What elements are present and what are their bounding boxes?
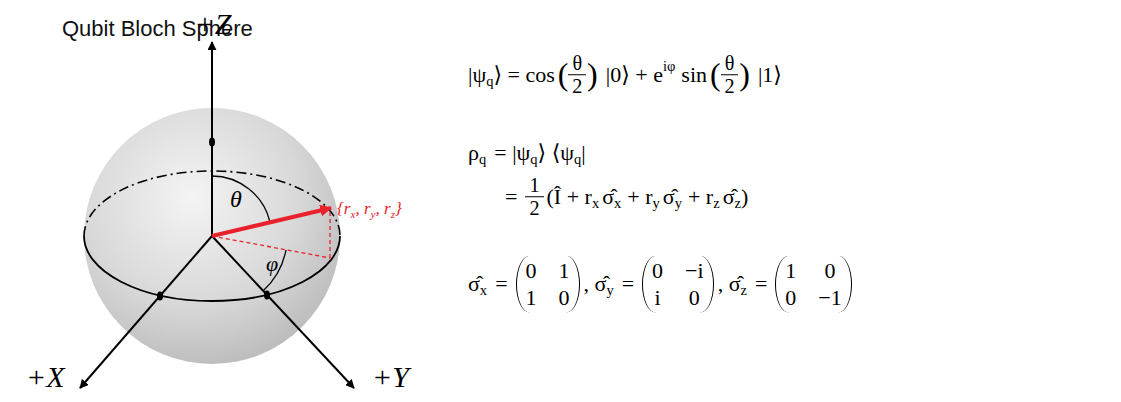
fraction-numerator: θ xyxy=(568,52,586,75)
math-term: | xyxy=(581,140,585,166)
subscript: x xyxy=(592,195,599,212)
math-term: σ̂ xyxy=(468,271,480,297)
y-axis xyxy=(212,236,354,388)
axis-dot xyxy=(264,291,270,300)
math-term: = xyxy=(622,271,634,297)
projection-line xyxy=(329,212,330,258)
math-term: ⟩ ⟨ψ xyxy=(538,140,574,166)
matrix-cell: 0 xyxy=(652,258,663,283)
math-term: {r xyxy=(337,199,350,219)
math-term: = xyxy=(495,271,507,297)
matrix: 100−1 xyxy=(775,256,851,313)
math-term: σ̂ xyxy=(663,184,675,210)
math-term: = xyxy=(505,184,517,210)
matrix-cell: 0 xyxy=(526,258,537,283)
subscript: q xyxy=(479,151,486,168)
axis-label: +Z xyxy=(195,7,232,41)
axis-label: +Z xyxy=(195,7,232,41)
parenthesis: ( xyxy=(558,59,569,91)
subscript: x xyxy=(350,208,355,220)
theta-arc xyxy=(212,176,270,222)
parenthesis: ( xyxy=(710,59,721,91)
angle-label: φ xyxy=(266,251,278,277)
axis-dot xyxy=(157,292,163,301)
fraction-numerator: 1 xyxy=(525,174,543,197)
math-term: σ̂ xyxy=(723,184,735,210)
subscript: x xyxy=(480,282,487,299)
fraction-denominator: 2 xyxy=(529,198,539,220)
subscript: q xyxy=(530,151,537,168)
matrix-cell: 1 xyxy=(785,258,796,283)
math-term: + r xyxy=(688,184,713,210)
state-vector xyxy=(212,208,331,236)
math-term: , r xyxy=(355,199,370,219)
matrix-cell: 1 xyxy=(559,258,570,283)
subscript: z xyxy=(735,195,741,212)
axis-label: +X xyxy=(26,360,65,394)
matrix: 0110 xyxy=(516,256,580,313)
equator-front xyxy=(84,236,340,301)
math-term: , r xyxy=(376,199,391,219)
axis-label: +Y xyxy=(372,360,409,394)
math-term: , σ̂ xyxy=(584,271,607,297)
subscript: y xyxy=(606,282,613,299)
pauli-matrices: σ̂x=0110, σ̂y=0−ii0, σ̂z=100−1 xyxy=(468,256,856,313)
sphere xyxy=(84,108,340,364)
math-term: σ̂ xyxy=(602,184,614,210)
parenthesis: ) xyxy=(587,59,598,91)
subscript: z xyxy=(713,195,719,212)
matrix-cell: 0 xyxy=(685,285,704,310)
matrix-cell: i xyxy=(652,285,663,310)
matrix-cell: −1 xyxy=(818,285,841,310)
angle-label: θ xyxy=(230,186,242,213)
subscript: y xyxy=(675,195,682,212)
density-equation: ρq= |ψq⟩ ⟨ψq| xyxy=(468,140,586,166)
angle-label: θ xyxy=(230,186,242,213)
state-equation: |ψq⟩ = cos(θ2)|0⟩ + eiφsin(θ2)|1⟩ xyxy=(468,52,782,98)
density-expansion: =12(Î + rxσ̂x+ ryσ̂y+ rzσ̂z) xyxy=(505,174,748,220)
fraction: θ2 xyxy=(721,52,739,98)
math-term: = xyxy=(755,271,767,297)
fraction: 12 xyxy=(525,174,543,220)
fraction-denominator: 2 xyxy=(724,76,734,98)
matrix-cell: 0 xyxy=(818,258,841,283)
axis-label: +Y xyxy=(372,360,409,394)
math-term: ⟩ = cos xyxy=(493,62,554,88)
math-term: |ψ xyxy=(468,62,486,88)
math-term: ρ xyxy=(468,140,479,166)
math-term: = |ψ xyxy=(494,140,530,166)
x-axis xyxy=(80,236,212,388)
math-term: + r xyxy=(627,184,652,210)
subscript: y xyxy=(371,208,376,220)
fraction-numerator: θ xyxy=(721,52,739,75)
matrix-cell: 0 xyxy=(559,285,570,310)
math-term: |0⟩ + e xyxy=(606,62,663,88)
subscript: q xyxy=(486,73,493,90)
axis-dot xyxy=(209,138,215,147)
math-term: (Î + r xyxy=(547,184,592,210)
math-term: sin xyxy=(681,62,707,88)
axis-label: +X xyxy=(26,360,65,394)
math-term: , σ̂ xyxy=(718,271,741,297)
math-term: ) xyxy=(741,184,748,210)
fraction-denominator: 2 xyxy=(572,76,582,98)
parenthesis: ) xyxy=(739,59,750,91)
math-term: |1⟩ xyxy=(758,62,782,88)
subscript: z xyxy=(391,208,395,220)
matrix-cell: 0 xyxy=(785,285,796,310)
matrix: 0−ii0 xyxy=(642,256,714,313)
matrix-cell: −i xyxy=(685,258,704,283)
fraction: θ2 xyxy=(568,52,586,98)
matrix-cell: 1 xyxy=(526,285,537,310)
angle-label: φ xyxy=(266,251,278,277)
math-term: } xyxy=(395,199,402,219)
subscript: z xyxy=(740,282,746,299)
subscript: x xyxy=(614,195,621,212)
subscript: y xyxy=(653,195,660,212)
phi-arc xyxy=(263,250,286,291)
superscript: iφ xyxy=(663,59,675,76)
vector-components: {rx, ry, rz} xyxy=(337,199,402,219)
subscript: q xyxy=(574,151,581,168)
